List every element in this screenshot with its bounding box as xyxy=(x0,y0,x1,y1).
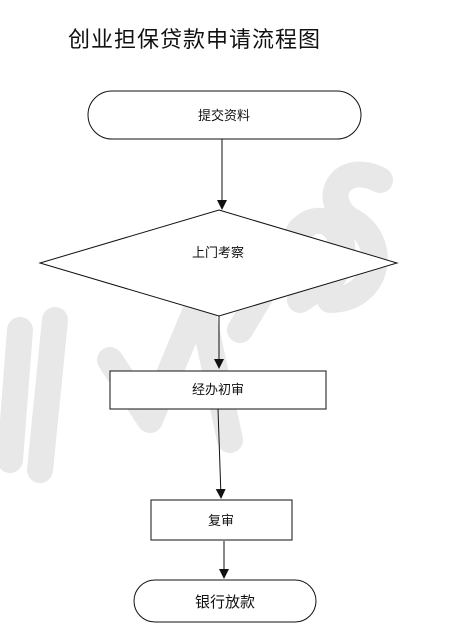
node-submit-documents xyxy=(87,90,362,140)
node-bank-disbursement xyxy=(133,579,317,623)
arrow-3 xyxy=(215,408,226,499)
diagram-title: 创业担保贷款申请流程图 xyxy=(68,28,322,53)
node-initial-review-label: 经办初审 xyxy=(192,383,244,398)
node-submit-documents-label: 提交资料 xyxy=(198,108,250,124)
node-second-review-label: 复审 xyxy=(208,514,234,529)
node-site-inspection-label: 上门考察 xyxy=(192,246,244,261)
node-bank-disbursement-label: 银行放款 xyxy=(195,593,255,611)
node-initial-review xyxy=(109,370,327,410)
node-second-review xyxy=(150,499,293,541)
